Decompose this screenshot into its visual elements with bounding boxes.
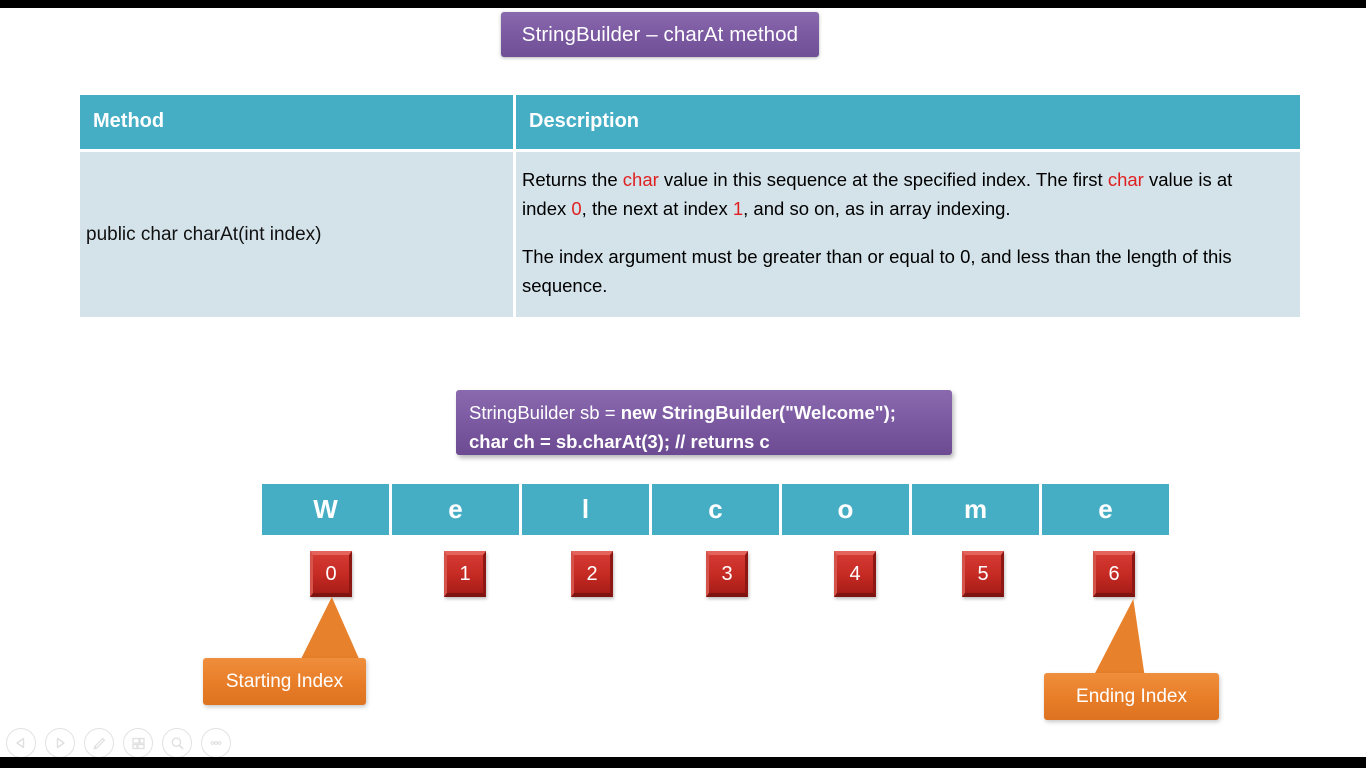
code-line-2: char ch = sb.charAt(3); // returns c (469, 427, 952, 456)
description-keyword: 0 (571, 197, 582, 219)
bottom-letterbox-bar (0, 757, 1366, 768)
string-index-badge: 3 (706, 551, 748, 597)
code-line-1-bold: new StringBuilder("Welcome"); (620, 402, 896, 423)
string-index-badge: 4 (834, 551, 876, 597)
paragraph-spacer (522, 223, 1278, 243)
next-slide-icon[interactable] (45, 728, 75, 757)
table-header-method: Method (80, 95, 516, 152)
string-letter-cell: m (912, 484, 1039, 535)
presentation-toolbar[interactable] (6, 728, 231, 757)
string-letter-cell: W (262, 484, 389, 535)
string-letter-cell: l (522, 484, 649, 535)
string-letter-cell: e (1042, 484, 1169, 535)
method-description-cell: Returns the char value in this sequence … (516, 152, 1300, 317)
slides-grid-icon[interactable] (123, 728, 153, 757)
code-line-2-bold: char ch = sb.charAt(3); // returns c (469, 431, 770, 453)
slide-canvas: StringBuilder – charAt method Method Des… (0, 8, 1366, 757)
description-text-run: , the next at index (581, 197, 733, 219)
more-options-icon[interactable] (201, 728, 231, 757)
string-index-badge: 2 (571, 551, 613, 597)
method-signature-text: public char charAt(int index) (86, 223, 322, 245)
description-keyword: char (1107, 169, 1144, 190)
description-text-run: Returns the (522, 169, 623, 190)
description-text-run: value is at index (522, 169, 1233, 219)
description-text-run: , and so on, as in array indexing. (743, 197, 1011, 219)
string-letter-cell: c (652, 484, 779, 535)
previous-slide-icon[interactable] (6, 728, 36, 757)
description-paragraph-1: Returns the char value in this sequence … (522, 166, 1278, 223)
method-signature-cell: public char charAt(int index) (80, 152, 516, 317)
description-text-run: value in this sequence at the specified … (658, 169, 1108, 190)
method-table: Method Description public char charAt(in… (80, 95, 1300, 317)
slide-title-banner: StringBuilder – charAt method (501, 12, 819, 57)
starting-index-pointer (300, 597, 360, 661)
string-index-badge: 6 (1093, 551, 1135, 597)
description-keyword: char (622, 169, 659, 190)
starting-index-label: Starting Index (225, 670, 344, 692)
ending-index-callout: Ending Index (1044, 673, 1219, 720)
code-line-1-normal: StringBuilder sb = (469, 402, 621, 423)
table-row: public char charAt(int index) Returns th… (80, 152, 1300, 317)
zoom-icon[interactable] (162, 728, 192, 757)
pen-icon[interactable] (84, 728, 114, 757)
code-snippet-box: StringBuilder sb = new StringBuilder("We… (456, 390, 952, 455)
string-letter-cell: e (392, 484, 519, 535)
code-line-1: StringBuilder sb = new StringBuilder("We… (469, 398, 952, 427)
string-letter-cell: o (782, 484, 909, 535)
page-title: StringBuilder – charAt method (521, 22, 799, 46)
table-header-row: Method Description (80, 95, 1300, 152)
string-index-badge: 1 (444, 551, 486, 597)
starting-index-callout: Starting Index (203, 658, 366, 705)
string-index-badge: 0 (310, 551, 352, 597)
string-index-badge: 5 (962, 551, 1004, 597)
top-letterbox-bar (0, 0, 1366, 8)
ending-index-pointer (1093, 599, 1145, 677)
ending-index-label: Ending Index (1076, 685, 1187, 707)
description-keyword: 1 (732, 197, 744, 219)
description-paragraph-2: The index argument must be greater than … (522, 246, 1232, 297)
table-header-description: Description (516, 95, 1300, 152)
